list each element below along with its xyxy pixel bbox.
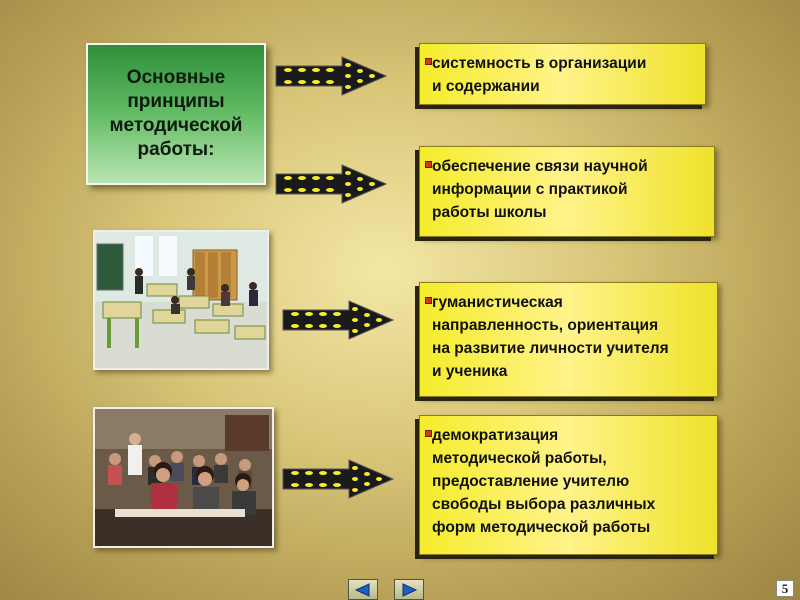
principle-text-4: демократизация методической работы, пред… bbox=[432, 427, 656, 536]
audience-photo bbox=[93, 407, 274, 548]
arrow-2 bbox=[275, 164, 388, 204]
audience-illustration bbox=[95, 409, 272, 546]
principle-text-2: обеспечение связи научной информации с п… bbox=[432, 158, 648, 221]
arrow-1 bbox=[275, 56, 388, 96]
bullet-icon bbox=[425, 58, 432, 65]
classroom-illustration bbox=[95, 232, 267, 368]
page-number: 5 bbox=[776, 580, 794, 597]
classroom-photo bbox=[93, 230, 269, 370]
arrow-4 bbox=[282, 459, 395, 499]
bullet-icon bbox=[425, 161, 432, 168]
arrow-3 bbox=[282, 300, 395, 340]
principle-text-3: гуманистическая направленность, ориентац… bbox=[432, 294, 669, 380]
bullet-icon bbox=[425, 430, 432, 437]
next-slide-button[interactable] bbox=[394, 579, 424, 600]
principle-box-3: гуманистическая направленность, ориентац… bbox=[419, 282, 718, 397]
triangle-right-icon bbox=[402, 582, 418, 597]
triangle-left-icon bbox=[354, 582, 370, 597]
bullet-icon bbox=[425, 297, 432, 304]
title-box: Основные принципы методической работы: bbox=[86, 43, 266, 185]
principle-box-4: демократизация методической работы, пред… bbox=[419, 415, 718, 555]
principle-box-1: системность в организации и содержании bbox=[419, 43, 706, 105]
principle-box-2: обеспечение связи научной информации с п… bbox=[419, 146, 715, 237]
principle-text-1: системность в организации и содержании bbox=[432, 55, 647, 95]
prev-slide-button[interactable] bbox=[348, 579, 378, 600]
title-text: Основные принципы методической работы: bbox=[109, 67, 243, 160]
